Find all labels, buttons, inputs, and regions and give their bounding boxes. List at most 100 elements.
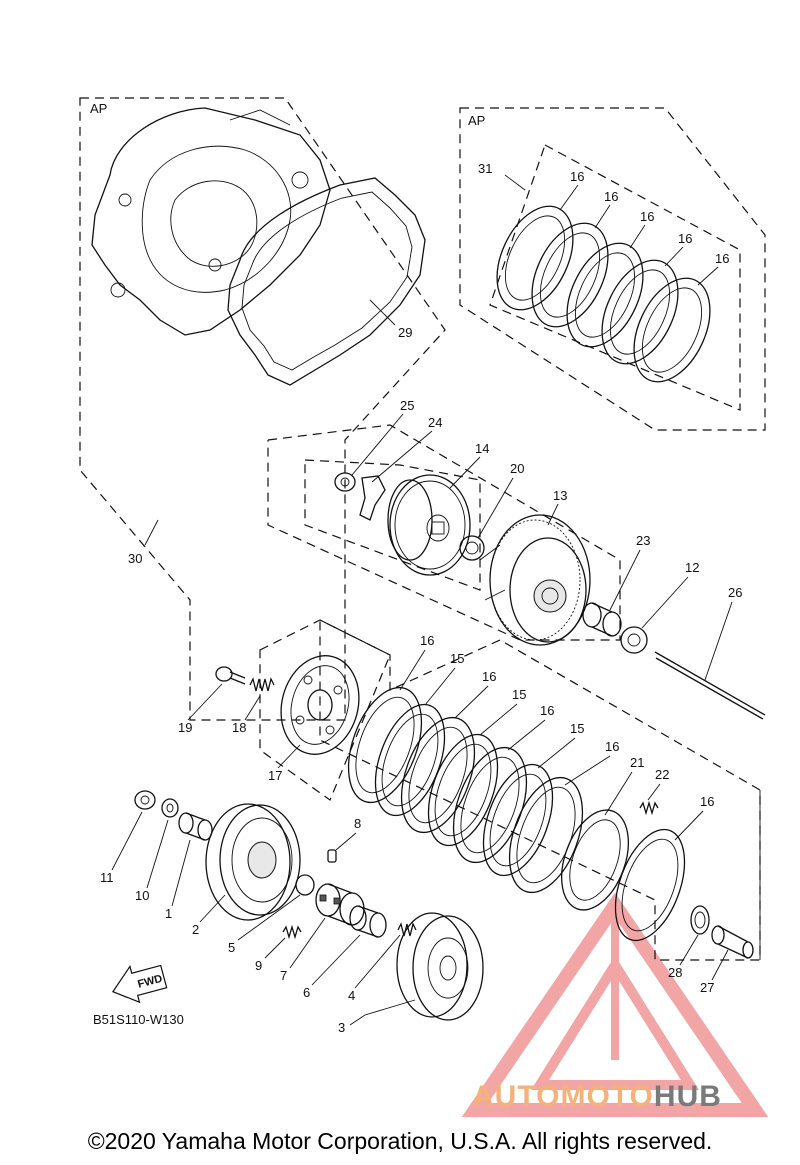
callout-25: 25: [400, 398, 414, 413]
callout-9: 9: [255, 958, 262, 973]
ap-right-inner-outline: [489, 144, 741, 411]
clutch-spring-18: [249, 677, 275, 692]
pressure-plate-17: [280, 655, 360, 755]
spring-22: [639, 800, 659, 816]
callout-18: 18: [232, 720, 246, 735]
callout-14: 14: [475, 441, 489, 456]
leader-22: [647, 783, 661, 801]
callout-8: 8: [354, 816, 361, 831]
leader-15-a: [424, 667, 456, 706]
nut-25: [334, 472, 356, 492]
callout-20: 20: [510, 461, 524, 476]
clutch-pack-lower: [347, 686, 584, 894]
one-way-clutch-7: [315, 883, 365, 926]
bearing-28: [690, 905, 710, 935]
diagram-code: B51S110-W130: [93, 1012, 184, 1027]
callout-27: 27: [700, 980, 714, 995]
callout-22: 22: [655, 767, 669, 782]
leader-29: [369, 299, 396, 326]
watermark-logo: [461, 892, 769, 1117]
leader-7: [289, 917, 326, 969]
lock-washer-24: [359, 475, 386, 521]
leader-30: [144, 519, 159, 546]
clutch-plate-21: [561, 809, 629, 911]
callout-16-i: 16: [605, 739, 619, 754]
leader-5: [237, 894, 301, 941]
callout-24: 24: [428, 415, 442, 430]
callout-1: 1: [165, 906, 172, 921]
callout-15-b: 15: [512, 687, 526, 702]
callout-3: 3: [338, 1020, 345, 1035]
bearing-6: [349, 905, 387, 938]
nut-11: [134, 790, 156, 810]
leader-16-g: [454, 685, 489, 719]
leader-6: [311, 934, 361, 986]
leader-16-e: [697, 266, 719, 286]
washer-10: [161, 798, 179, 818]
leader-16-h: [507, 719, 546, 751]
clutch-housing-2: [205, 803, 301, 921]
callout-16-b: 16: [604, 189, 618, 204]
leader-16-j: [674, 810, 704, 841]
callout-16-d: 16: [678, 231, 692, 246]
callout-28: 28: [668, 965, 682, 980]
washer-12: [620, 626, 648, 654]
callout-16-e: 16: [715, 251, 729, 266]
forward-arrow-icon: FWD: [111, 964, 168, 1004]
leader-2: [199, 894, 226, 923]
callout-16-c: 16: [640, 209, 654, 224]
leader-19: [187, 683, 223, 721]
leader-15-c: [537, 737, 576, 769]
friction-plates-set-upper: [496, 205, 711, 383]
callout-29: 29: [398, 325, 412, 340]
spring-4: [397, 922, 417, 937]
collar-23: [582, 602, 622, 637]
callout-15-a: 15: [450, 651, 464, 666]
leader-10: [146, 819, 169, 889]
leader-28: [679, 934, 699, 966]
cover-gasket: [227, 177, 426, 386]
copyright-notice: ©2020 Yamaha Motor Corporation, U.S.A. A…: [87, 1128, 713, 1154]
ring-5: [295, 874, 315, 896]
callout-16-g: 16: [482, 669, 496, 684]
leader-15-b: [479, 703, 518, 736]
callout-7: 7: [280, 968, 287, 983]
leader-17: [277, 744, 301, 769]
friction-plate-16-last: [614, 828, 686, 942]
middle-group-outline: [267, 424, 621, 641]
leader-9: [264, 937, 286, 959]
leader-4: [354, 934, 401, 989]
boss-group-outline: [304, 459, 481, 591]
leader-16-a: [559, 184, 579, 211]
ap-left-label: AP: [90, 101, 107, 116]
callout-31: 31: [478, 161, 492, 176]
pin-8: [327, 849, 337, 863]
cover-gasket-inner: [241, 191, 413, 371]
callout-16-j: 16: [700, 794, 714, 809]
leader-16-i: [564, 755, 611, 786]
callout-26: 26: [728, 585, 742, 600]
push-rod-26: [654, 651, 766, 720]
leader-24: [371, 430, 433, 483]
leader-12: [641, 576, 689, 629]
leader-18: [244, 695, 261, 721]
callout-16-f: 16: [420, 633, 434, 648]
starter-clutch-gear-3: [396, 912, 484, 1021]
leader-27: [711, 949, 729, 981]
callout-6: 6: [303, 985, 310, 1000]
primary-driven-gear-13: [479, 514, 591, 646]
callout-12: 12: [685, 560, 699, 575]
callout-13: 13: [553, 488, 567, 503]
leader-8: [335, 832, 357, 851]
bolt-19: [215, 666, 246, 685]
thrust-washer-20: [459, 535, 485, 561]
callout-16-a: 16: [570, 169, 584, 184]
ap-right-group-outline: [459, 107, 766, 431]
crankcase-cover: [91, 107, 331, 336]
callout-2: 2: [192, 922, 199, 937]
leader-25: [351, 413, 404, 476]
leader-11: [111, 811, 143, 871]
clutch-boss-14: [387, 474, 471, 576]
push-rod-end-27: [711, 925, 754, 959]
